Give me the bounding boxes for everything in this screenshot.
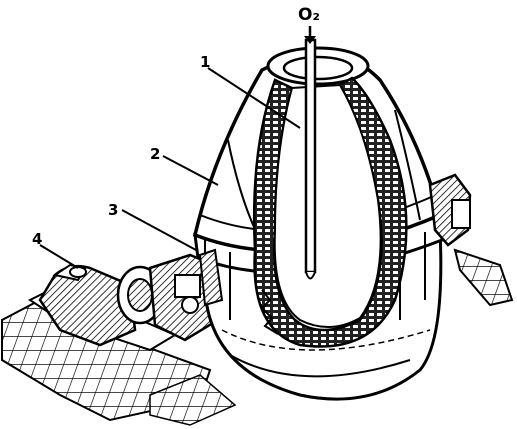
callout-3-label: 3 — [108, 201, 119, 219]
floor-grid-right — [149, 248, 514, 426]
converter-vessel — [192, 46, 472, 401]
callout-2-label: 2 — [150, 145, 161, 163]
leader-lines — [39, 67, 301, 269]
callout-1-label: 1 — [200, 53, 211, 71]
tilt-drive-assembly — [28, 253, 236, 352]
oxygen-label: O₂ — [298, 5, 320, 25]
callout-4-label: 4 — [32, 230, 43, 248]
oxygen-lance — [304, 38, 317, 280]
oxygen-inlet-arrow — [304, 26, 316, 44]
